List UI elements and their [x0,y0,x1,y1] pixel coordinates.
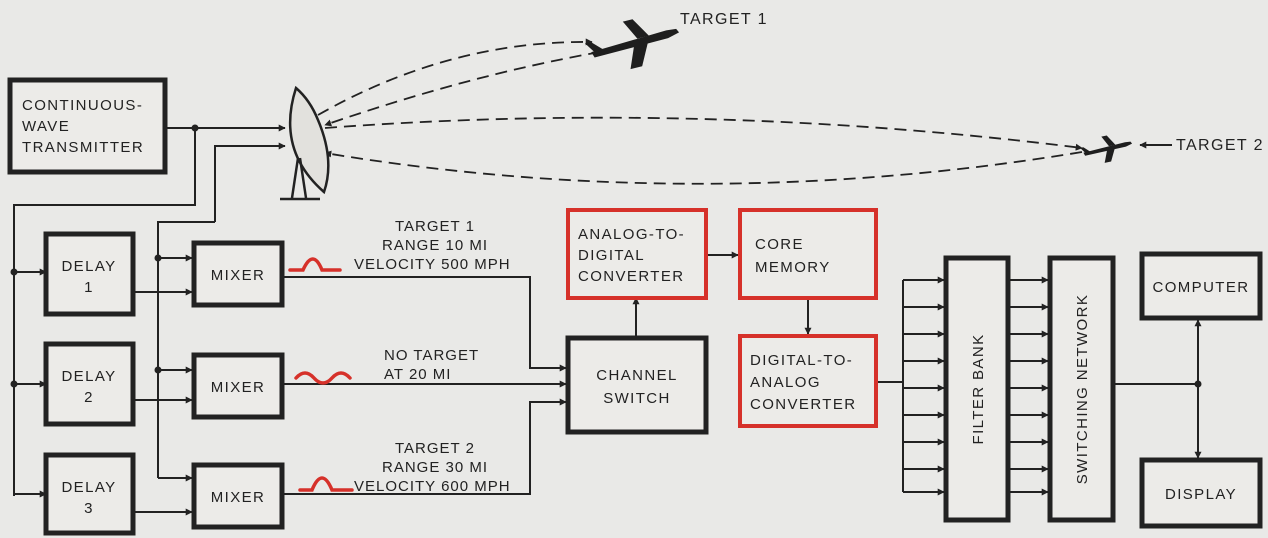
mixer1-block: MIXER [194,243,282,305]
display-label: DISPLAY [1165,486,1237,503]
delay2-block: DELAY 2 [46,344,133,424]
adc-block: ANALOG-TO- DIGITAL CONVERTER [568,210,706,298]
antenna-return-line [215,146,285,222]
mixer1-pulse-waveform [290,259,340,270]
mixer3-pulse-waveform [300,478,352,490]
mixer1-label: MIXER [211,267,266,284]
delay1-line-2: 1 [84,279,94,296]
core-memory-line-1: CORE [755,236,804,253]
mixer2-noise-waveform [296,373,350,383]
target1-label: TARGET 1 [680,11,768,28]
mixer1-annotation-line-1: TARGET 1 [395,218,475,235]
beam-out-target1 [318,42,592,115]
adc-line-1: ANALOG-TO- [578,226,685,243]
mixer2-annotation: NO TARGET AT 20 MI [384,347,479,383]
adc-line-2: DIGITAL [578,247,645,264]
airplane-icon [582,9,685,78]
radar-dish-icon [280,88,328,199]
mixer3-block: MIXER [194,465,282,527]
adc-line-3: CONVERTER [578,268,685,285]
delay1-block: DELAY 1 [46,234,133,314]
display-block: DISPLAY [1142,460,1260,526]
mixer3-annotation-line-2: RANGE 30 MI [382,459,488,476]
dac-line-1: DIGITAL-TO- [750,352,853,369]
mixer3-annotation-line-1: TARGET 2 [395,440,475,457]
mixer2-annotation-line-1: NO TARGET [384,347,479,364]
airplane-icon [1079,131,1135,168]
delay1-line-1: DELAY [61,258,116,275]
channel-switch-block: CHANNEL SWITCH [568,338,706,432]
target2-label: TARGET 2 [1176,137,1264,154]
mixer2-label: MIXER [211,379,266,396]
dac-line-2: ANALOG [750,374,821,391]
delay3-line-2: 3 [84,500,94,517]
filter-bank-label: FILTER BANK [970,334,987,445]
core-memory-block: CORE MEMORY [740,210,876,298]
transmitter-line-1: CONTINUOUS- [22,97,143,114]
beam-return-target1 [325,52,600,125]
filter-output-arrows [1008,280,1048,492]
switching-network-label: SWITCHING NETWORK [1074,294,1091,484]
dac-block: DIGITAL-TO- ANALOG CONVERTER [740,336,876,426]
computer-label: COMPUTER [1152,279,1249,296]
mixer1-annotation: TARGET 1 RANGE 10 MI VELOCITY 500 MPH [354,218,511,273]
mixer2-block: MIXER [194,355,282,417]
mixer3-label: MIXER [211,489,266,506]
computer-block: COMPUTER [1142,254,1260,318]
filter-bank-block: FILTER BANK [946,258,1008,520]
radar-beams [318,42,1082,184]
mixer2-annotation-line-2: AT 20 MI [384,366,451,383]
mixer1-annotation-line-2: RANGE 10 MI [382,237,488,254]
mixer1-annotation-line-3: VELOCITY 500 MPH [354,256,511,273]
dac-line-3: CONVERTER [750,396,857,413]
delay3-block: DELAY 3 [46,455,133,533]
channel-switch-line-1: CHANNEL [596,367,677,384]
delay3-line-1: DELAY [61,479,116,496]
transmitter-line-3: TRANSMITTER [22,139,144,156]
transmitter-block: CONTINUOUS- WAVE TRANSMITTER [10,80,165,172]
beam-return-target2 [325,152,1082,184]
beam-out-target2 [325,118,1082,148]
delay2-line-2: 2 [84,389,94,406]
delay2-line-1: DELAY [61,368,116,385]
filter-input-arrows [903,280,944,492]
channel-switch-line-2: SWITCH [603,390,671,407]
transmitter-line-2: WAVE [22,118,70,135]
core-memory-line-2: MEMORY [755,259,831,276]
mixer3-annotation-line-3: VELOCITY 600 MPH [354,478,511,495]
switching-network-block: SWITCHING NETWORK [1050,258,1113,520]
mixer3-annotation: TARGET 2 RANGE 30 MI VELOCITY 600 MPH [354,440,511,495]
